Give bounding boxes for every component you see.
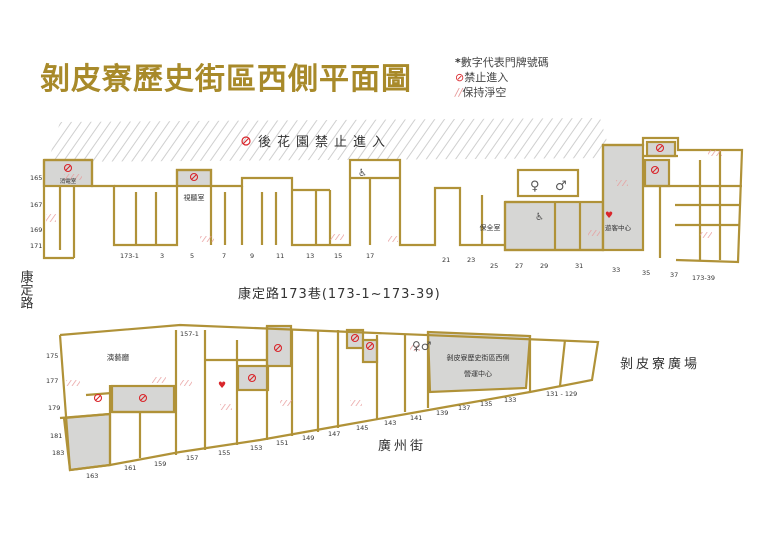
door-number: 21 [442,256,450,264]
door-number: 3 [160,252,164,260]
room-label-ops-center-1: 剝皮寮歷史街區西側 [447,353,510,362]
restroom [516,168,580,198]
room-label-performance-hall: 演藝廳 [107,352,130,362]
no-entry-icons-north [63,143,665,182]
door-number: 7 [222,252,226,260]
door-number: 157 [186,454,198,462]
map-title: 剝皮寮歷史街區西側平面圖 [40,62,412,97]
door-number: 35 [642,269,650,277]
legend-text-number: 數字代表門牌號碼 [460,56,549,69]
room-visitor-center [601,143,645,252]
door-number: 183 [52,449,64,457]
hatch-icon: // [455,86,463,99]
door-number: 139 [436,409,448,417]
door-number: 171 [30,242,42,250]
kangding-lane-label: 康定路173巷(173-1~173-39) [238,286,441,302]
backyard-area [48,118,612,162]
door-number: 149 [302,434,314,442]
guangzhou-street-label: 廣州街 [378,439,426,454]
door-number: 181 [50,432,62,440]
door-number: 31 [575,262,583,270]
door-number: 155 [218,449,230,457]
plaza-label: 剝皮寮廣場 [620,356,700,372]
room-ops-center [426,330,532,394]
door-number: 161 [124,464,136,472]
room-no-entry-south [110,384,176,414]
no-entry-icon [241,136,251,146]
door-number: 33 [612,266,620,274]
keep-clear-markers-south [66,345,420,410]
door-number: 17 [366,252,374,260]
door-number: 141 [410,414,422,422]
backyard-label: 後花園禁止進入 [258,134,391,150]
door-number: 13 [306,252,314,260]
door-number: 167 [30,201,42,209]
north-block [42,136,744,264]
restroom-icon-south: ♀♂ [412,339,432,353]
door-number: 173-39 [692,274,715,282]
door-number: 177 [46,377,58,385]
no-entry-icon: ⊘ [455,71,465,84]
restroom-icons: ♀ ♂ ♿ ♿ [358,168,567,223]
door-number: 153 [250,444,262,452]
room-label-ops-center-2: 營運中心 [464,369,492,378]
door-number: 159 [154,460,166,468]
door-number: 143 [384,419,396,427]
door-number: 179 [48,404,60,412]
room-163 [62,412,112,472]
door-number: 5 [190,252,194,260]
north-door-numbers: 165 167 169 171 173-1 3 5 7 9 11 13 15 1… [30,174,715,282]
legend-text-no-entry: 禁止進入 [464,71,509,84]
door-number: 137 [458,404,470,412]
room-av [175,168,213,188]
door-number: 147 [328,430,340,438]
legend-item-keep-clear: //保持淨空 [455,84,506,100]
south-block [58,323,600,472]
aed-icon: ♥ [605,211,613,221]
male-restroom-icon: ♂ [555,179,567,194]
door-number: 133 [504,396,516,404]
door-number: 29 [540,262,548,270]
female-restroom-icon: ♀ [530,179,540,194]
kangding-road-label: 康定路 [18,269,34,309]
door-number: 23 [467,256,475,264]
door-number: 131 - 129 [546,390,577,398]
accessible-icon-2: ♿ [535,212,544,223]
room-label-visitor-center: 遊客中心 [605,223,632,232]
aed-icon-south: ♥ [218,381,226,391]
accessible-icon: ♿ [358,168,367,179]
door-number: 163 [86,472,98,480]
door-number: 15 [334,252,342,260]
door-number: 25 [490,262,498,270]
room-label-av: 視聽室 [184,193,205,202]
asterisk-icon: * [455,56,461,69]
door-number: 151 [276,439,288,447]
south-door-numbers: 175 177 179 181 183 163 161 159 157 157-… [46,330,577,480]
legend-item-number: *數字代表門牌號碼 [455,54,549,70]
door-number: 169 [30,226,42,234]
legend-item-no-entry: ⊘禁止進入 [455,69,508,85]
door-number: 27 [515,262,523,270]
no-entry-icons-south [93,333,375,403]
door-number: 11 [276,252,284,260]
room-label-control: 消電室 [60,177,77,185]
door-number: 135 [480,400,492,408]
door-number: 37 [670,271,678,279]
door-number: 165 [30,174,42,182]
door-number: 9 [250,252,254,260]
room-label-security: 保全室 [480,223,501,232]
door-number: 173-1 [120,252,139,260]
legend-text-keep-clear: 保持淨空 [462,86,507,99]
door-number: 157-1 [180,330,199,338]
door-number: 145 [356,424,368,432]
door-number: 175 [46,352,58,360]
keep-clear-markers-north [46,150,722,242]
